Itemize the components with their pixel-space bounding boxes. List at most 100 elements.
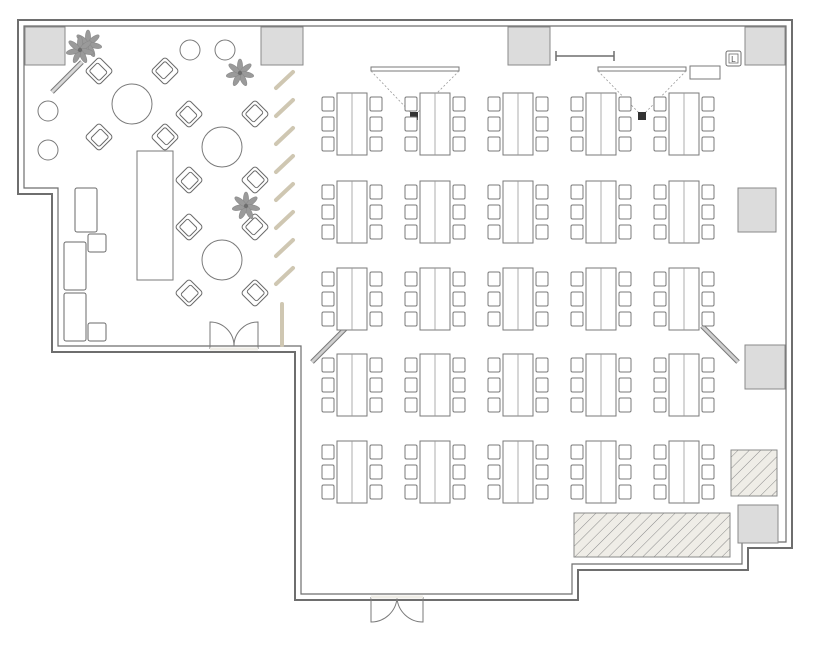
chair (321, 224, 335, 240)
projection-screen (370, 66, 460, 72)
stool (37, 139, 59, 161)
chair (570, 377, 584, 393)
chair (321, 377, 335, 393)
chair (321, 357, 335, 373)
hatched-area-stage (573, 512, 731, 558)
round-table (201, 239, 243, 281)
lift-icon: L (725, 50, 742, 67)
chair (653, 116, 667, 132)
armchair (241, 100, 269, 128)
chair (487, 116, 501, 132)
chair (701, 291, 715, 307)
chair (369, 291, 383, 307)
chair (404, 96, 418, 112)
chair (487, 271, 501, 287)
chair (369, 116, 383, 132)
chair (535, 224, 549, 240)
chair (618, 271, 632, 287)
chair (535, 484, 549, 500)
chair (618, 184, 632, 200)
table-group (487, 440, 549, 504)
chair (701, 184, 715, 200)
side-table (689, 65, 721, 80)
chair (618, 224, 632, 240)
chair (487, 291, 501, 307)
armchair (151, 57, 179, 85)
chair (535, 204, 549, 220)
chair (487, 96, 501, 112)
chair (535, 96, 549, 112)
chair (369, 397, 383, 413)
chair (369, 271, 383, 287)
chair (535, 184, 549, 200)
stool (37, 100, 59, 122)
chair (570, 291, 584, 307)
chair (535, 116, 549, 132)
chair (321, 484, 335, 500)
chair (452, 184, 466, 200)
table-group (321, 180, 383, 244)
projector-icon (410, 112, 418, 120)
lounge-area (37, 29, 269, 342)
chair (452, 291, 466, 307)
chair (487, 464, 501, 480)
chair (701, 311, 715, 327)
armchair (151, 123, 179, 151)
chair (452, 484, 466, 500)
chair (570, 184, 584, 200)
projection-beam (370, 70, 460, 117)
door-angled-right (700, 324, 740, 364)
chair (701, 96, 715, 112)
chair (369, 357, 383, 373)
chair (535, 271, 549, 287)
chair (452, 136, 466, 152)
chair (404, 357, 418, 373)
chair (369, 444, 383, 460)
chair (321, 397, 335, 413)
chair (570, 96, 584, 112)
chair (618, 116, 632, 132)
floor-area (17, 19, 793, 601)
door-angled-left (310, 324, 350, 364)
chair (487, 377, 501, 393)
chair (701, 136, 715, 152)
chair (618, 357, 632, 373)
column (507, 26, 551, 66)
chair (653, 377, 667, 393)
table-group (487, 92, 549, 156)
projection-beam (597, 70, 687, 117)
chair (570, 116, 584, 132)
table-group (570, 267, 632, 331)
chair (570, 397, 584, 413)
chair (653, 184, 667, 200)
chair (701, 204, 715, 220)
chair (369, 136, 383, 152)
chair (618, 444, 632, 460)
long-table (136, 150, 174, 281)
chair (618, 136, 632, 152)
chair (369, 204, 383, 220)
chair (452, 377, 466, 393)
chair (701, 484, 715, 500)
chair (487, 397, 501, 413)
round-table (201, 126, 243, 168)
plant-icon (232, 191, 260, 220)
chair (404, 311, 418, 327)
table-group (404, 267, 466, 331)
chair (653, 311, 667, 327)
chair (404, 291, 418, 307)
chair (369, 377, 383, 393)
chair (321, 271, 335, 287)
chair (369, 311, 383, 327)
chair (701, 116, 715, 132)
chair (570, 464, 584, 480)
door-swing-icon (370, 595, 424, 623)
chair (618, 96, 632, 112)
chair (535, 377, 549, 393)
chair (487, 224, 501, 240)
chair (653, 136, 667, 152)
chair (487, 484, 501, 500)
chair (653, 484, 667, 500)
chair (404, 136, 418, 152)
